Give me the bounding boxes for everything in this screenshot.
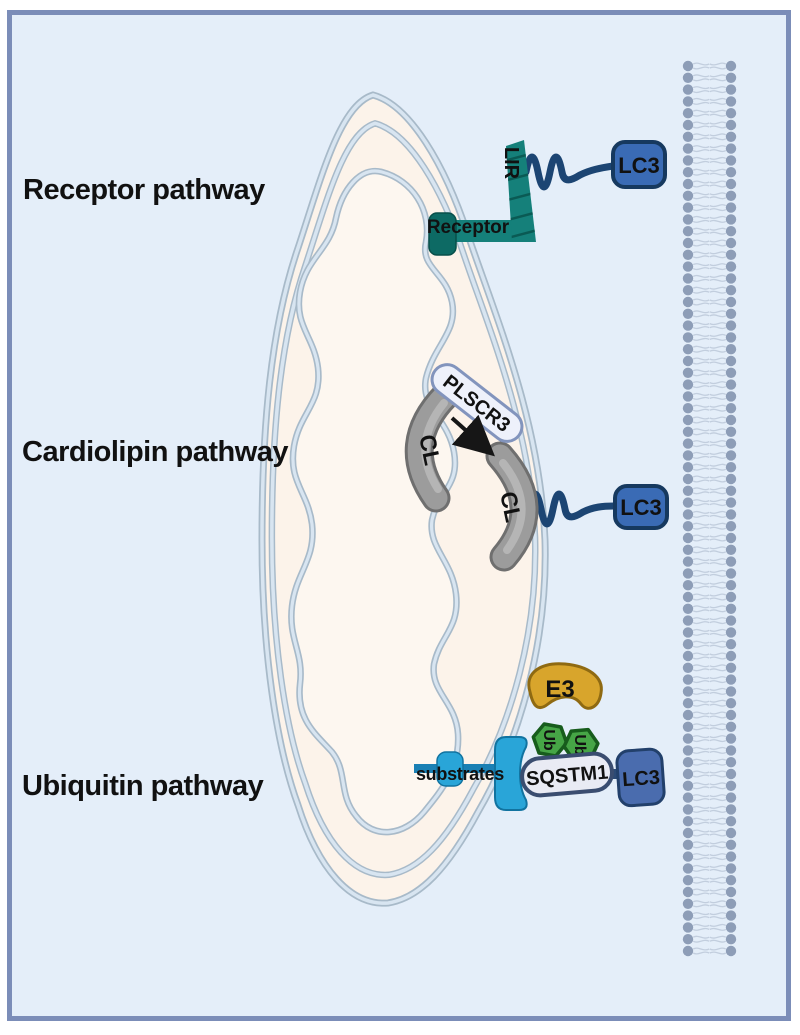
ubiquitin-pathway-group: E3 Ub Ub SQSTM1 LC3 substrates: [414, 662, 666, 811]
substrates-bump: [436, 751, 464, 787]
cl-translocation-arrow: [450, 414, 495, 457]
ubiquitin-pathway-title: Ubiquitin pathway: [22, 770, 264, 802]
receptor-membrane-anchor: [428, 212, 457, 256]
mito-cristae-core: [289, 169, 460, 834]
receptor-label: Receptor: [427, 217, 510, 238]
sqstm1-lc3-link: [604, 769, 624, 779]
receptor-pathway-group: LC3 Receptor LIR: [427, 140, 667, 256]
lc3-label-ubiquitin: LC3: [622, 767, 661, 792]
e3-ligase: [527, 662, 603, 710]
sqstm1-pill: SQSTM1: [520, 751, 614, 798]
lir-label: LIR: [500, 147, 522, 180]
lc3-linker-squiggle-top: [522, 153, 617, 191]
lc3-linker-squiggle-mid: [525, 490, 618, 528]
mitochondrion: [258, 91, 549, 907]
membrane-channel: [494, 736, 528, 811]
e3-label: E3: [545, 676, 574, 703]
lc3-label-cardiolipin: LC3: [620, 495, 662, 520]
receptor-lir-arm: [506, 140, 536, 242]
lc3-box-receptor: [611, 140, 667, 189]
cl-inner-label: CL: [414, 432, 446, 467]
cl-outer-label: CL: [495, 489, 527, 524]
cardiolipin-pathway-title: Cardiolipin pathway: [22, 436, 288, 468]
ub-label-1: Ub: [540, 729, 557, 751]
lc3-box-cardiolipin: [613, 484, 669, 530]
cl-inner-crescent: [407, 383, 458, 510]
receptor-arm: [452, 220, 514, 242]
cl-inner-crescent-highlight: [421, 399, 448, 493]
lipid-bilayer: [682, 60, 737, 957]
substrates-label: substrates: [416, 764, 504, 784]
mito-outer-membrane-core: [260, 93, 547, 905]
ub-label-2: Ub: [571, 734, 588, 756]
lc3-box-ubiquitin: LC3: [615, 747, 666, 808]
lc3-label-receptor: LC3: [618, 153, 660, 178]
receptor-pathway-title: Receptor pathway: [23, 174, 265, 206]
cl-outer-crescent-highlight: [499, 459, 526, 554]
